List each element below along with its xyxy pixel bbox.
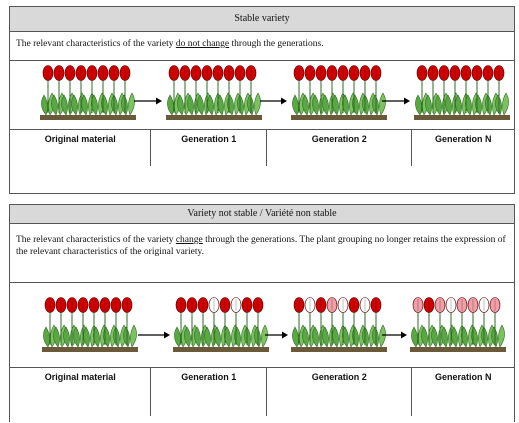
plant-group-0 (42, 297, 138, 352)
label-generation-2: Generation 2 (267, 130, 413, 166)
generation-labels: Original material Generation 1 Generatio… (10, 129, 514, 166)
plant-group-1 (173, 297, 269, 352)
generation-arrow (265, 331, 288, 339)
label-generation-1: Generation 1 (151, 130, 267, 166)
generation-illustrations (10, 283, 514, 367)
generation-labels: Original material Generation 1 Generatio… (10, 367, 514, 416)
label-generation-2: Generation 2 (267, 368, 413, 416)
plant-group-3 (414, 65, 510, 120)
generation-arrow (134, 97, 162, 105)
plant-group-3 (410, 297, 506, 352)
generation-illustrations (10, 61, 514, 129)
plant-group-1 (166, 65, 262, 120)
label-generation-n: Generation N (434, 134, 492, 144)
generation-arrow (260, 97, 287, 105)
label-original: Original material (10, 130, 152, 166)
panel-description: The relevant characteristics of the vari… (10, 224, 514, 283)
plant-group-0 (40, 65, 136, 120)
panel-title: Variety not stable / Variété non stable (10, 205, 514, 224)
label-generation-n: Generation N (434, 372, 492, 382)
panel-title: Stable variety (10, 7, 514, 32)
plant-group-2 (291, 65, 387, 120)
plant-groups-figure (42, 297, 506, 352)
plant-groups-figure (40, 65, 510, 120)
generation-arrow (138, 331, 170, 339)
generation-arrow (382, 97, 410, 105)
unstable-variety-panel: Variety not stable / Variété non stable … (9, 204, 515, 422)
generation-arrow (382, 331, 407, 339)
emphasis: change (175, 235, 203, 245)
stable-variety-panel: Stable variety The relevant characterist… (9, 6, 515, 194)
panel-description: The relevant characteristics of the vari… (10, 32, 514, 61)
emphasis: do not change (175, 39, 230, 49)
plant-group-2 (291, 297, 387, 352)
label-original: Original material (10, 368, 152, 416)
label-generation-1: Generation 1 (151, 368, 267, 416)
